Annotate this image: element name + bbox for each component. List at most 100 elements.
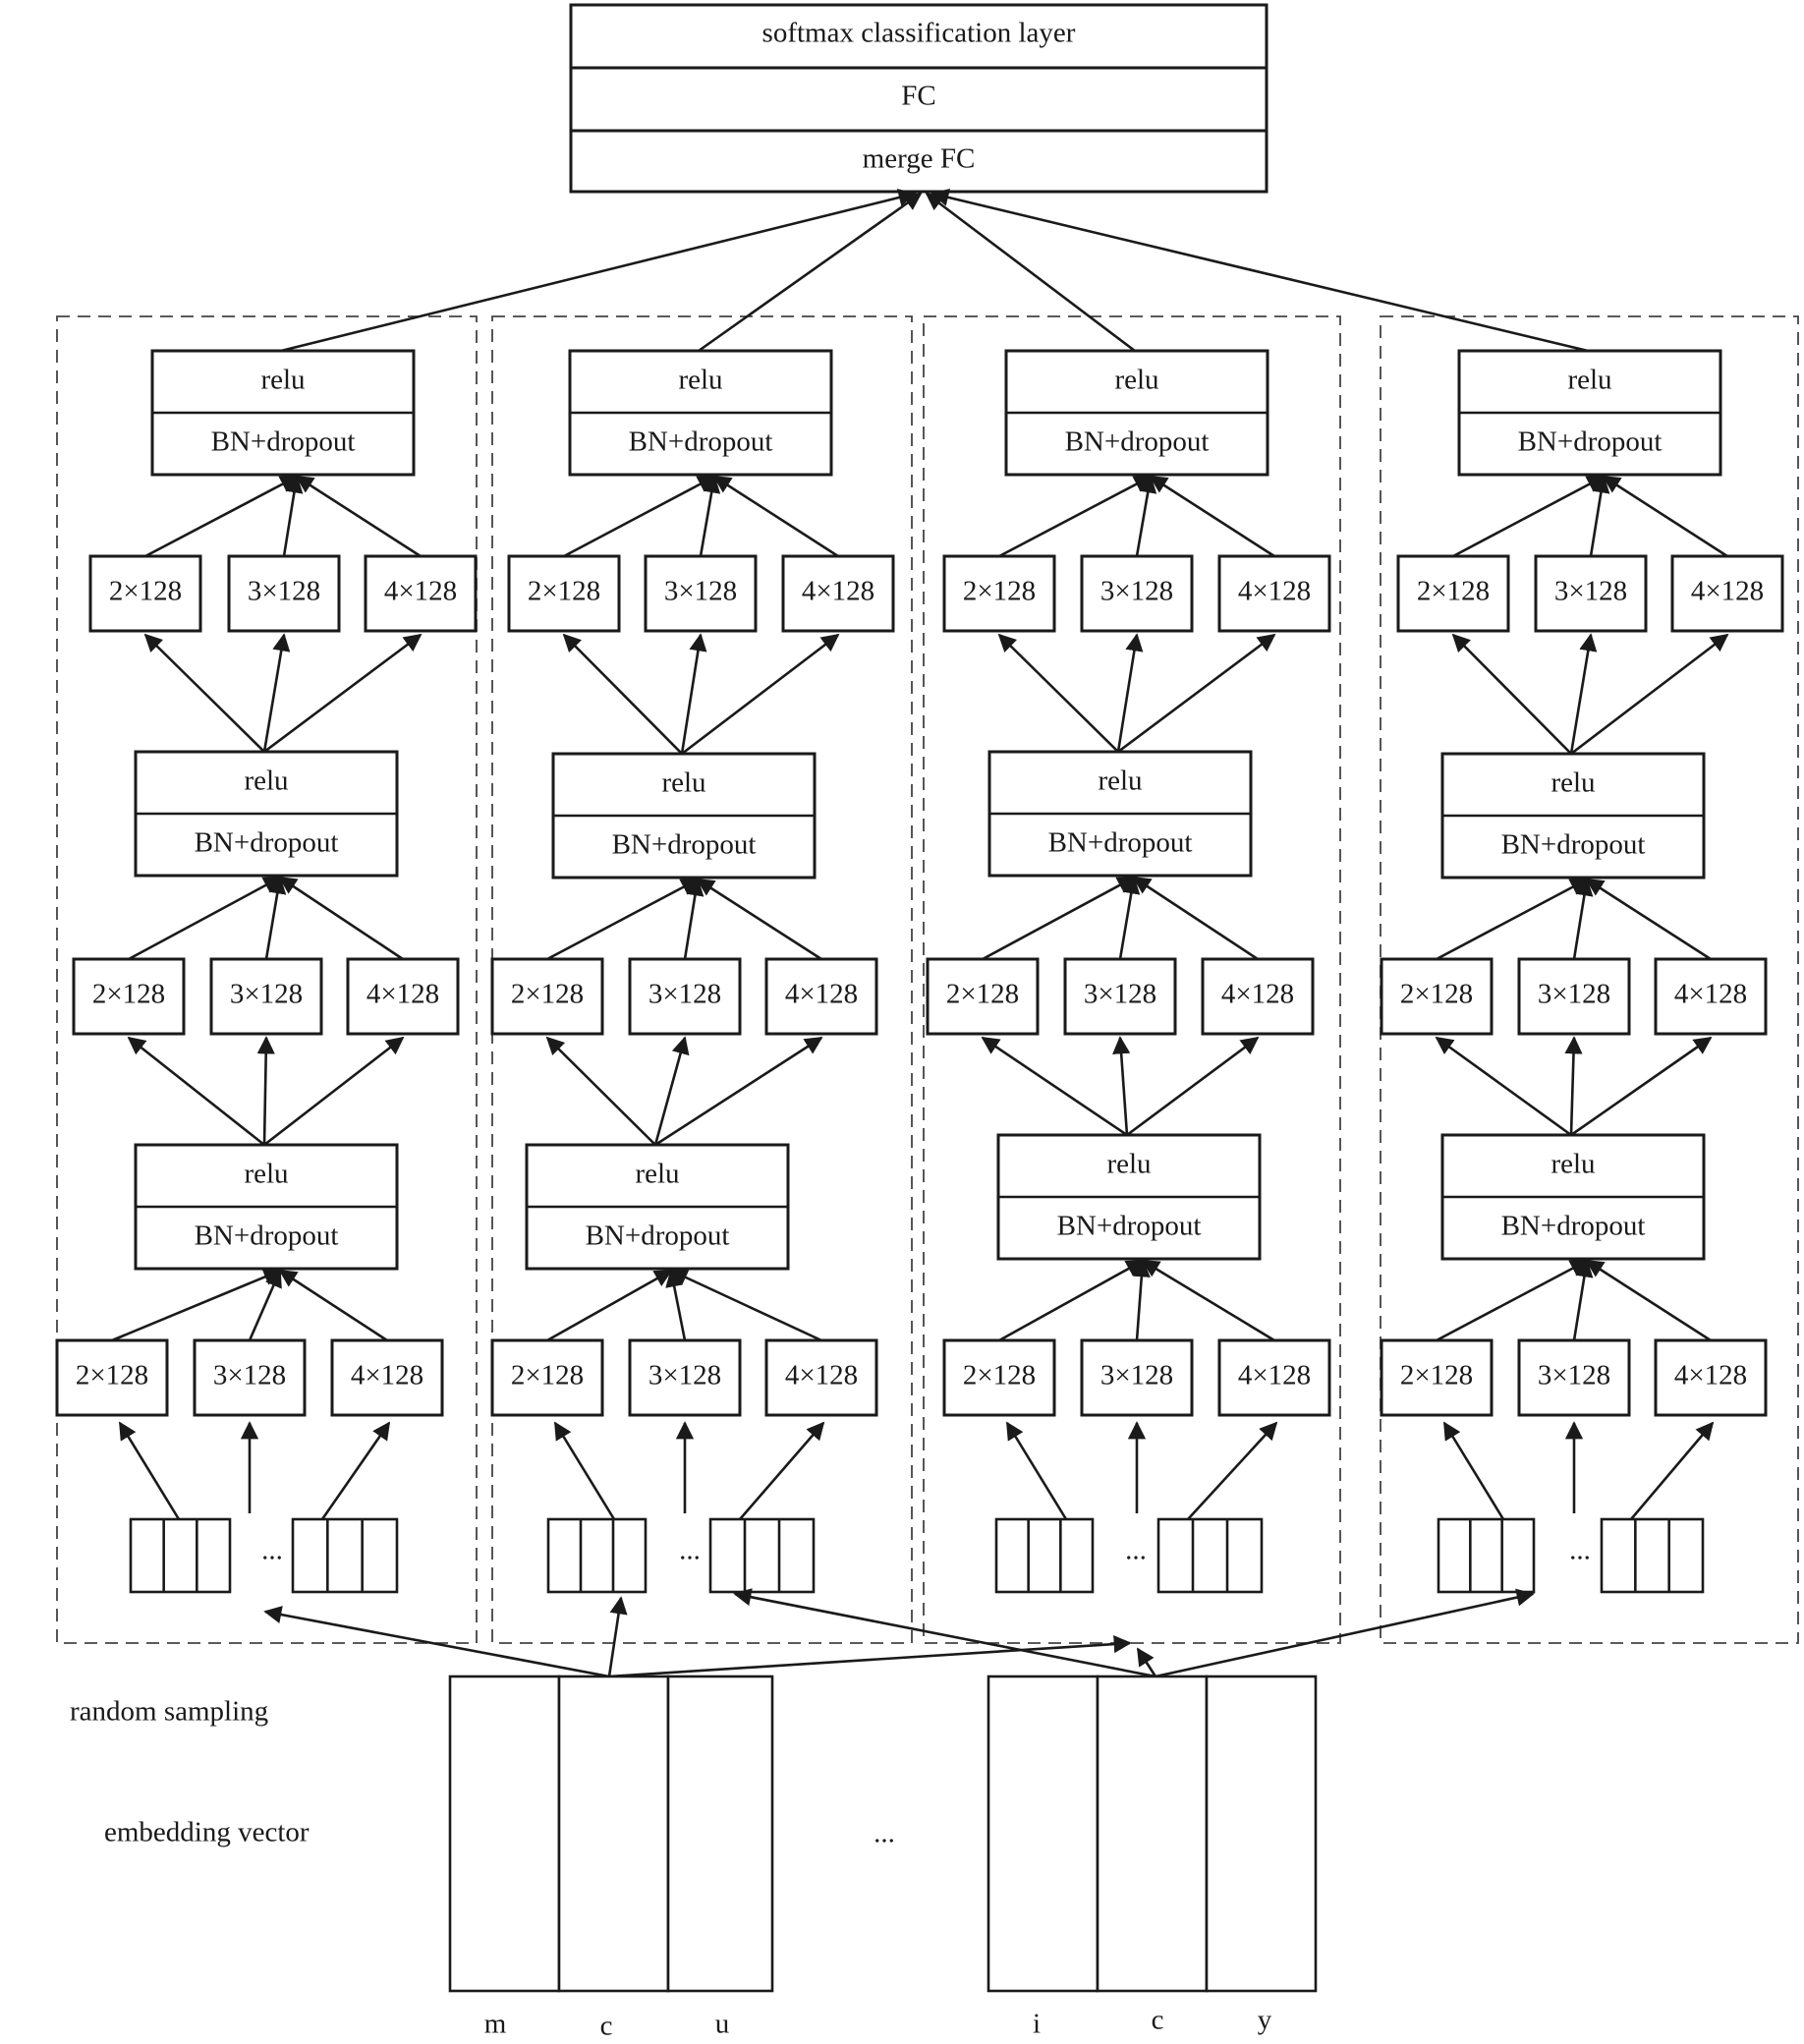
filter-frame	[490, 1338, 604, 1417]
arrow	[111, 1268, 282, 1342]
filter-box-3x128: 3×128	[209, 957, 323, 1036]
arrow	[545, 1036, 656, 1146]
bn-dropout-label: BN+dropout	[1048, 827, 1193, 859]
filter-box-3x128: 3×128	[644, 554, 758, 633]
filter-label: 3×128	[1084, 979, 1156, 1010]
relu-label: relu	[1550, 767, 1595, 799]
filter-box-3x128: 3×128	[227, 554, 341, 633]
arrow	[1589, 475, 1610, 557]
filter-label: 3×128	[664, 576, 737, 607]
filter-label: 4×128	[351, 1360, 423, 1391]
arrow	[698, 192, 923, 353]
arrow	[264, 876, 287, 960]
filter-label: 4×128	[1674, 979, 1747, 1010]
arrow	[1155, 1588, 1535, 1678]
filter-box-4x128: 4×128	[364, 554, 478, 633]
filter-label: 2×128	[511, 979, 584, 1010]
arrow	[144, 475, 299, 558]
arrow	[1572, 878, 1594, 960]
input-ellipsis: ...	[261, 1535, 283, 1566]
arrow	[1141, 1259, 1275, 1342]
embedding-char: m	[484, 2009, 507, 2040]
softmax-layer-label: softmax classification layer	[762, 18, 1076, 49]
filter-frame	[926, 957, 1040, 1036]
filter-label: 4×128	[785, 979, 858, 1010]
classification-head: softmax classification layer FC merge FC	[569, 3, 1268, 194]
input-cells	[708, 1517, 816, 1594]
arrow	[1149, 475, 1275, 558]
input-cells	[546, 1517, 648, 1594]
arrow	[1135, 475, 1157, 557]
filter-frame	[1654, 1338, 1768, 1417]
arrow	[997, 633, 1119, 753]
filter-box-4x128: 4×128	[764, 957, 878, 1036]
arrow	[1112, 1036, 1131, 1136]
arrow	[653, 1036, 690, 1146]
arrow	[1187, 1421, 1278, 1520]
filter-box-2x128: 2×128	[942, 1338, 1056, 1417]
arrow	[982, 876, 1136, 961]
filter-box-3x128: 3×128	[193, 1338, 307, 1417]
filter-frame	[942, 554, 1056, 633]
filter-label: 4×128	[1674, 1360, 1747, 1391]
filter-box-3x128: 3×128	[1517, 1338, 1631, 1417]
filter-box-2x128: 2×128	[1396, 554, 1510, 633]
arrow	[546, 878, 700, 961]
filter-box-3x128: 3×128	[1063, 957, 1177, 1036]
filter-label: 4×128	[384, 576, 457, 607]
bn-dropout-label: BN+dropout	[612, 829, 757, 861]
filter-label: 4×128	[366, 979, 439, 1010]
relu-label: relu	[244, 766, 288, 797]
arrow	[1572, 1259, 1594, 1341]
relu-label: relu	[260, 365, 305, 396]
arrow	[1005, 1421, 1068, 1520]
input-cell-group	[129, 1517, 232, 1594]
filter-label: 3×128	[248, 576, 320, 607]
input-cells	[1156, 1517, 1264, 1594]
relu-label: relu	[661, 767, 705, 799]
filter-label: 2×128	[1417, 576, 1490, 607]
arrow	[1436, 1259, 1589, 1342]
arrow	[1451, 633, 1572, 755]
filter-box-2x128: 2×128	[490, 957, 604, 1036]
filter-label: 3×128	[1554, 576, 1627, 607]
filter-frame	[628, 1338, 742, 1417]
filter-box-4x128: 4×128	[781, 554, 895, 633]
filter-box-3x128: 3×128	[1080, 1338, 1194, 1417]
embedding-char: u	[715, 2009, 730, 2040]
embedding-cell	[1205, 1675, 1318, 1993]
arrow	[998, 1259, 1145, 1342]
filter-label: 3×128	[213, 1360, 286, 1391]
arrow	[256, 1036, 275, 1146]
filter-frame	[490, 957, 604, 1036]
input-cell-group	[1437, 1517, 1536, 1594]
embedding-cell	[448, 1675, 561, 1993]
bn-dropout-label: BN+dropout	[195, 1221, 339, 1252]
filter-box-2x128: 2×128	[72, 957, 186, 1036]
filter-frame	[55, 1338, 169, 1417]
arrow	[263, 633, 423, 754]
arrow	[1132, 1259, 1151, 1341]
filter-frame	[1217, 554, 1331, 633]
filter-label: 3×128	[1100, 576, 1173, 607]
filter-frame	[1654, 957, 1768, 1036]
arrow	[1570, 1036, 1713, 1137]
filter-label: 3×128	[648, 1360, 721, 1391]
filter-frame	[1063, 957, 1177, 1036]
relu-label: relu	[635, 1159, 679, 1190]
bn-dropout-label: BN+dropout	[211, 426, 356, 458]
relu-label: relu	[1567, 365, 1611, 396]
arrow	[654, 1036, 823, 1147]
arrow	[127, 1036, 265, 1147]
input-cell-group	[546, 1517, 648, 1594]
filter-label: 2×128	[528, 576, 600, 607]
arrow	[1435, 1036, 1572, 1137]
embedding-char: y	[1258, 2005, 1272, 2036]
input-cell-group	[994, 1517, 1095, 1594]
filter-label: 4×128	[1221, 979, 1294, 1010]
arrow	[263, 1606, 610, 1678]
filter-frame	[507, 554, 621, 633]
